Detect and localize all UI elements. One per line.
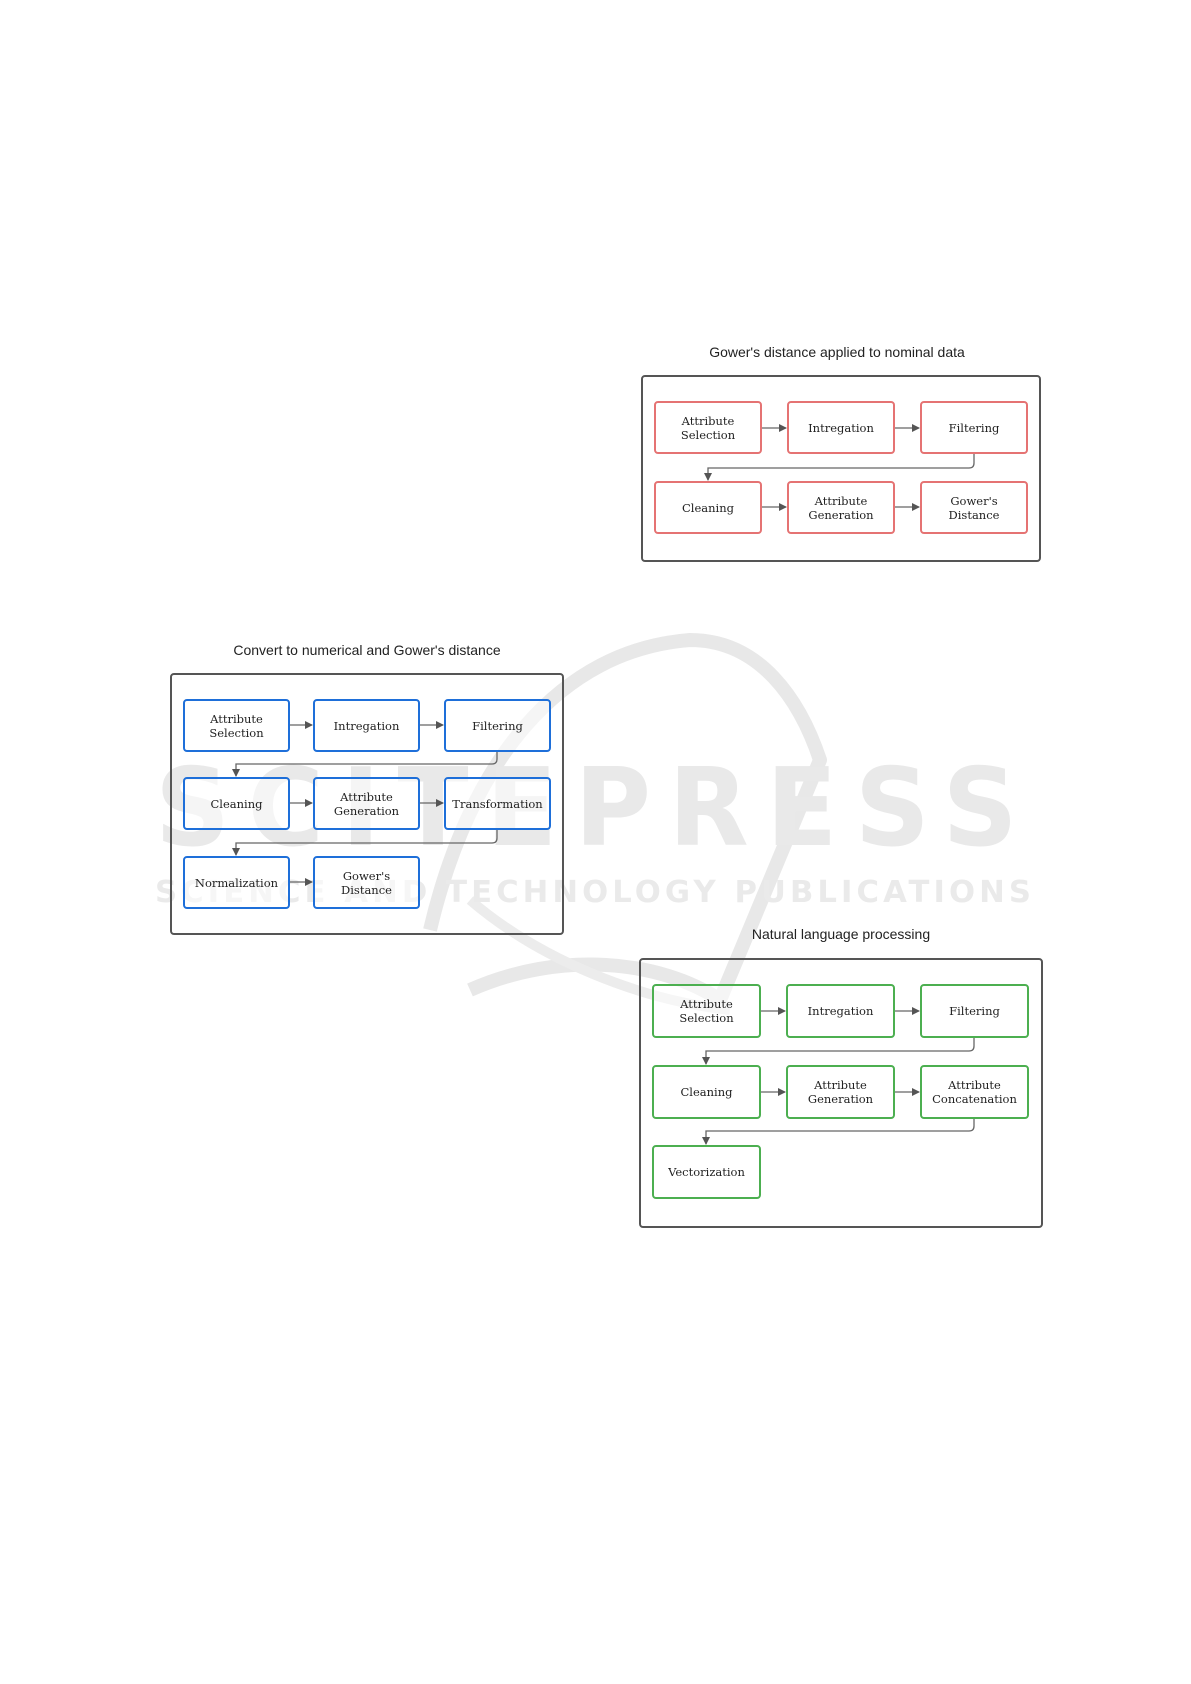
numerical-node-intregation: Intregation bbox=[313, 699, 420, 752]
nlp-node-attribute-generation: Attribute Generation bbox=[786, 1065, 895, 1119]
nlp-node-vectorization: Vectorization bbox=[652, 1145, 761, 1199]
numerical-diagram-panel bbox=[170, 673, 564, 935]
numerical-node-gowers-distance: Gower's Distance bbox=[313, 856, 420, 909]
nlp-node-intregation: Intregation bbox=[786, 984, 895, 1038]
nlp-node-cleaning: Cleaning bbox=[652, 1065, 761, 1119]
nlp-diagram-title: Natural language processing bbox=[751, 926, 931, 942]
numerical-diagram-title: Convert to numerical and Gower's distanc… bbox=[233, 642, 501, 658]
nominal-node-gowers-distance: Gower's Distance bbox=[920, 481, 1028, 534]
nlp-diagram-panel bbox=[639, 958, 1043, 1228]
nominal-diagram-title: Gower's distance applied to nominal data bbox=[709, 344, 965, 360]
numerical-node-attribute-generation: Attribute Generation bbox=[313, 777, 420, 830]
numerical-node-attribute-selection: Attribute Selection bbox=[183, 699, 290, 752]
nlp-node-filtering: Filtering bbox=[920, 984, 1029, 1038]
numerical-node-filtering: Filtering bbox=[444, 699, 551, 752]
nominal-node-attribute-selection: Attribute Selection bbox=[654, 401, 762, 454]
nlp-node-attribute-selection: Attribute Selection bbox=[652, 984, 761, 1038]
nlp-node-attribute-concatenation: Attribute Concatenation bbox=[920, 1065, 1029, 1119]
nominal-diagram-panel bbox=[641, 375, 1041, 562]
nominal-node-attribute-generation: Attribute Generation bbox=[787, 481, 895, 534]
numerical-node-cleaning: Cleaning bbox=[183, 777, 290, 830]
nominal-node-intregation: Intregation bbox=[787, 401, 895, 454]
nominal-node-filtering: Filtering bbox=[920, 401, 1028, 454]
numerical-node-transformation: Transformation bbox=[444, 777, 551, 830]
nominal-node-cleaning: Cleaning bbox=[654, 481, 762, 534]
numerical-node-normalization: Normalization bbox=[183, 856, 290, 909]
